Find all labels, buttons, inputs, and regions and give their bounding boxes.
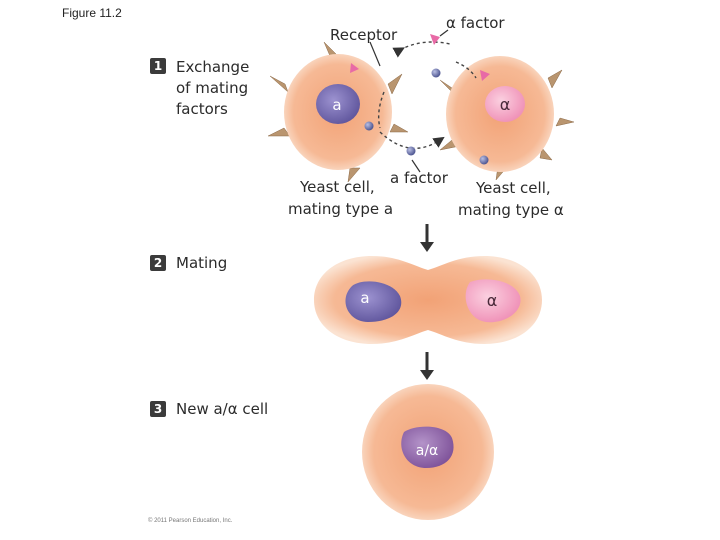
mating-nucleus-alpha — [465, 279, 521, 323]
receptor-spikes-a-cell — [267, 41, 409, 183]
step-1-badge: 1 — [150, 58, 166, 74]
down-arrow-2-head — [420, 370, 434, 380]
mating-cell — [314, 256, 542, 344]
yeast-a-label-line1: Yeast cell, — [299, 178, 375, 196]
down-arrow-1-head — [420, 242, 434, 252]
figure-title: Figure 11.2 — [62, 6, 122, 20]
step-3-badge: 3 — [150, 401, 166, 417]
mating-nucleus-alpha-label: α — [487, 291, 498, 310]
new-nucleus-label: a/α — [416, 443, 439, 459]
a-factor-particles — [364, 68, 489, 165]
step-2-label: Mating — [176, 254, 228, 272]
exchange-arrow-right — [455, 61, 477, 79]
alpha-factor-leader-line — [439, 29, 449, 37]
new-nucleus — [401, 426, 454, 468]
yeast-a-label-line2: mating type a — [288, 200, 393, 218]
mating-nucleus-a-label: a — [360, 289, 369, 307]
nucleus-alpha-label: α — [500, 95, 511, 114]
mating-nucleus-a — [345, 281, 402, 322]
step-1-label: Exchange of mating factors — [176, 57, 249, 120]
yeast-alpha-label-line2: mating type α — [458, 201, 564, 219]
nucleus-a — [316, 84, 360, 124]
step-1-label-line: Exchange — [176, 58, 250, 76]
step-3-label: New a/α cell — [176, 400, 269, 418]
exchange-arrow-bottom — [379, 131, 445, 149]
alpha-factor-label: α factor — [446, 14, 505, 32]
nucleus-alpha — [485, 86, 525, 122]
a-factor-leader-line — [411, 159, 421, 173]
alpha-factor-particles — [350, 34, 490, 81]
step-1-label-line: of mating — [176, 79, 249, 97]
nucleus-a-label: a — [332, 96, 341, 114]
copyright-notice: © 2011 Pearson Education, Inc. — [148, 518, 233, 524]
step-2-badge: 2 — [150, 255, 166, 271]
step-1-label-line: factors — [176, 100, 228, 118]
a-factor-label: a factor — [390, 169, 449, 187]
receptor-label: Receptor — [330, 26, 398, 44]
receptor-leader-line — [369, 41, 381, 67]
exchange-arrow-left — [377, 91, 385, 129]
exchange-arrow-top — [392, 41, 451, 58]
yeast-alpha-label-line1: Yeast cell, — [475, 179, 551, 197]
